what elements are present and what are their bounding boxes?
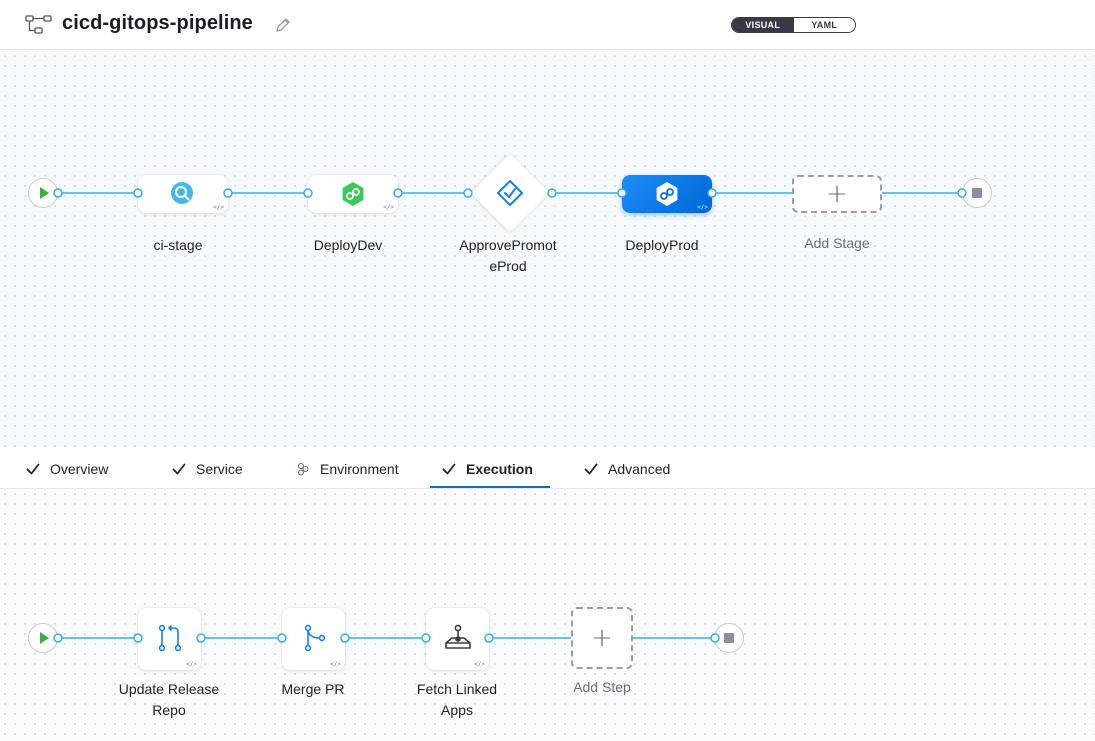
yaml-indicator-icon: </> [697,204,708,211]
play-icon [40,187,49,199]
edit-pencil-icon[interactable] [274,16,292,34]
add-step-label[interactable]: Add Step [573,679,631,695]
ci-search-icon [171,182,193,204]
tab-advanced[interactable]: Advanced [584,448,670,489]
check-icon [442,463,456,474]
tab-environment[interactable]: Environment [296,448,399,489]
stop-icon [724,633,734,643]
add-stage-button[interactable]: + [792,175,882,213]
pipeline-icon [25,15,52,34]
step-node-merge-pr[interactable]: </> [282,608,345,670]
pull-request-icon [158,624,182,652]
stop-icon [972,188,982,198]
stage-label-line: ApprovePromot eProd [459,237,557,274]
plus-icon: + [591,623,613,653]
add-stage-label[interactable]: Add Stage [804,235,870,251]
pipeline-start-node [28,178,58,208]
tab-label: Overview [50,460,109,477]
step-label-text: Fetch Linked Apps [416,681,498,718]
tab-service[interactable]: Service [172,448,243,489]
stage-label: ci-stage [153,237,203,253]
yaml-toggle-button[interactable]: YAML [793,18,855,32]
check-icon [584,463,598,474]
add-step-button[interactable]: + [571,607,633,669]
pipeline-end-node [962,178,992,208]
execution-canvas: </> </> </> + [0,489,1095,741]
step-label-text: Update Release Repo [118,681,220,718]
tab-label: Environment [320,460,399,477]
header: cicd-gitops-pipeline VISUAL YAML [0,0,1095,50]
yaml-indicator-icon: </> [186,661,197,668]
step-connectors [58,637,715,639]
stage-connectors [58,192,962,194]
check-icon [26,463,40,474]
stage-node-deployprod[interactable]: </> [622,175,712,213]
approval-icon [497,180,523,206]
joystick-icon [445,624,471,649]
stage-label: DeployDev [313,237,383,253]
stage-ports [53,188,967,198]
stage-label: ApprovePromot eProd [448,235,568,277]
page-title: cicd-gitops-pipeline [62,12,253,34]
execution-start-node [28,623,58,653]
yaml-indicator-icon: </> [474,661,485,668]
step-node-update-release-repo[interactable]: </> [138,608,201,670]
step-label: Merge PR [281,681,345,697]
stage-label: DeployProd [625,237,699,253]
tab-execution[interactable]: Execution [442,448,533,489]
yaml-indicator-icon: </> [213,204,224,211]
step-label: Fetch Linked Apps [397,679,517,721]
tab-label: Execution [466,460,533,477]
yaml-indicator-icon: </> [330,661,341,668]
tab-overview[interactable]: Overview [26,448,108,489]
view-toggle: VISUAL YAML [731,17,856,33]
step-node-fetch-linked-apps[interactable]: </> [426,608,489,670]
stage-node-deploydev[interactable]: </> [308,175,398,213]
git-merge-icon [304,624,326,652]
deploy-icon [342,182,364,206]
tab-label: Advanced [608,460,671,477]
step-label: Update Release Repo [104,679,234,721]
pipeline-canvas: </> </> </> + [0,51,1095,447]
plus-icon: + [826,179,848,209]
visual-toggle-button[interactable]: VISUAL [732,18,794,32]
active-tab-indicator [430,486,550,488]
environment-icon [297,462,309,476]
yaml-indicator-icon: </> [383,204,394,211]
stage-tabs: Overview Service Environment Execution A… [0,448,1095,489]
tab-label: Service [196,460,243,477]
play-icon [40,632,49,644]
stage-node-ci-stage[interactable]: </> [138,175,228,213]
check-icon [172,463,186,474]
step-ports [53,633,720,643]
deploy-icon [656,182,678,206]
